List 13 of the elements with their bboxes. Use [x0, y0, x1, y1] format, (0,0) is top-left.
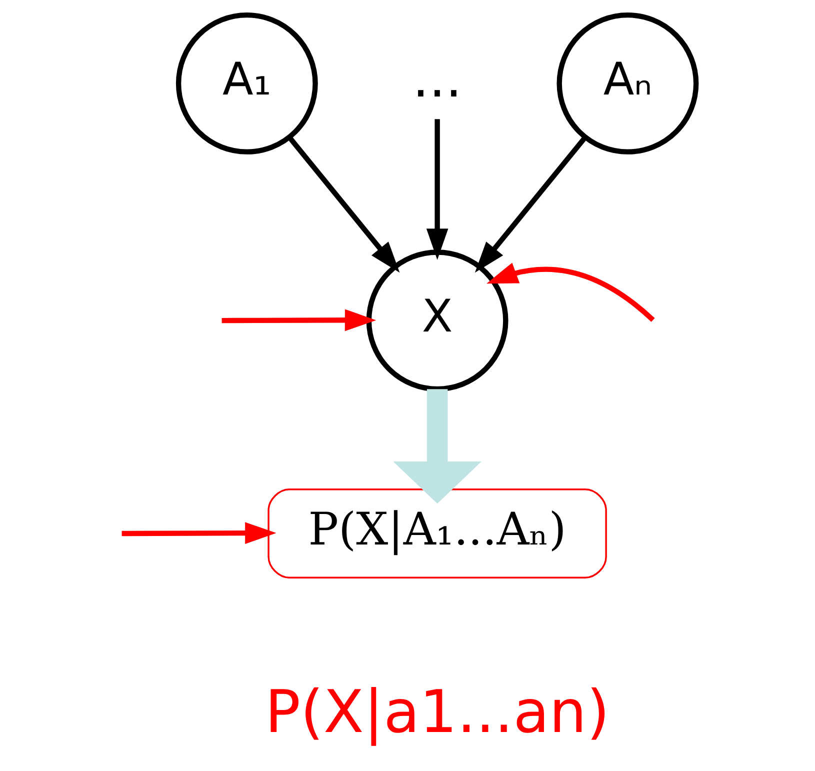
arrow [486, 262, 654, 322]
arrow [221, 309, 376, 332]
node-circle: X [366, 250, 508, 392]
arrow [426, 119, 448, 260]
arrow [287, 136, 400, 273]
arrow [121, 522, 276, 544]
node-box: P(X|A₁...Aₙ) [267, 488, 606, 578]
node-circle: A₁ [175, 12, 318, 154]
node-text: ... [412, 49, 462, 110]
arrow [474, 136, 586, 273]
label: P(X|a1...an) [264, 677, 610, 746]
node-circle: Aₙ [556, 12, 698, 154]
arrow [392, 389, 481, 504]
